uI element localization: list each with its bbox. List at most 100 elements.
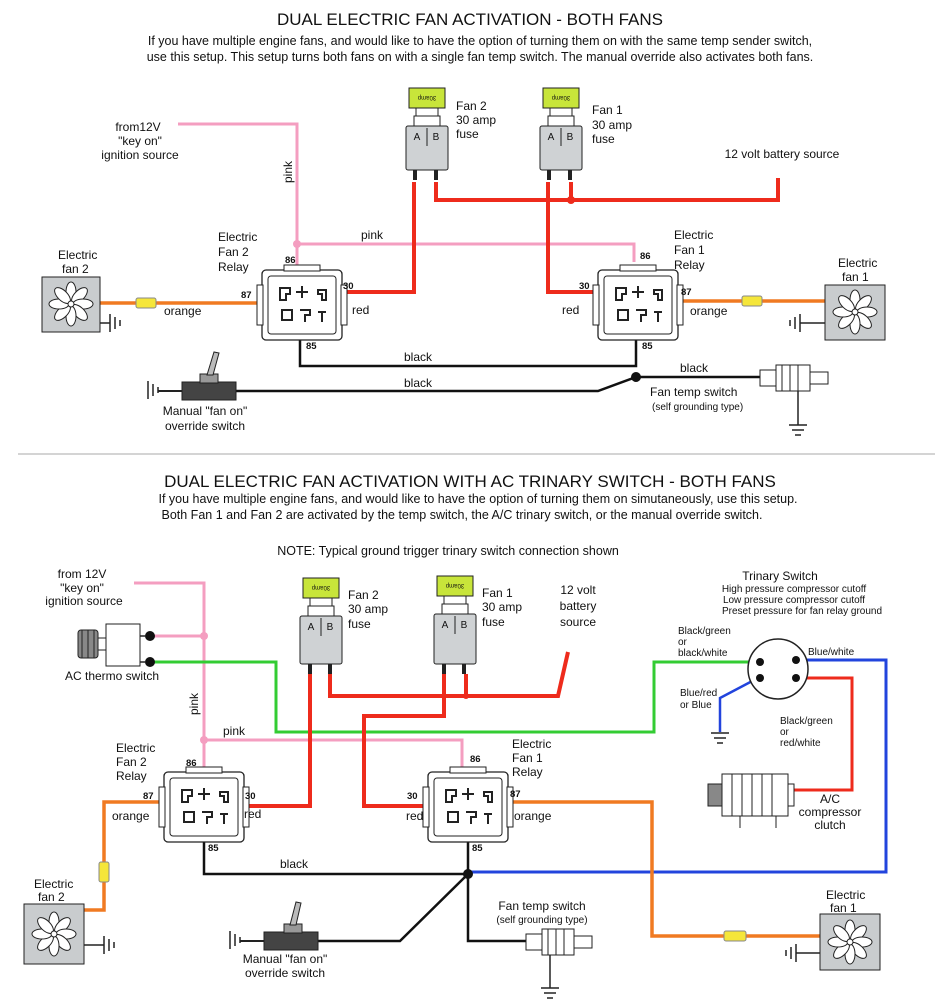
top-red-junction <box>567 196 575 204</box>
top-red-right-label: red <box>562 303 579 317</box>
top-relay1-pin85: 85 <box>642 341 653 352</box>
top-black-switch-label: black <box>404 376 433 390</box>
top-fan2-fuse-pin-a: A <box>414 132 421 143</box>
top-relay-fan2 <box>256 264 348 341</box>
top-fan1-fuse-label-3: fuse <box>592 132 615 146</box>
bottom-manual-switch-label-2: override switch <box>245 966 325 980</box>
bottom-relay2-label-3: Relay <box>116 769 147 783</box>
top-fan1-label-1: Electric <box>838 256 877 270</box>
top-fan2-fuse-face: 30amp <box>417 94 436 100</box>
bottom-fan1-fuse-label-2: 30 amp <box>482 600 522 614</box>
bottom-wire-blue-red-1: Blue/red <box>680 688 717 699</box>
top-fan2-fuse-pin-b: B <box>433 132 440 143</box>
top-orange-left-label: orange <box>164 304 202 318</box>
bottom-relay2-label-1: Electric <box>116 741 155 755</box>
top-red-left-label: red <box>352 303 369 317</box>
bottom-compressor-icon <box>707 773 795 828</box>
bottom-description-1: If you have multiple engine fans, and wo… <box>158 492 797 506</box>
top-black-junction <box>631 372 641 382</box>
top-black-sensor-label: black <box>680 361 709 375</box>
bottom-pink-ignition-wire <box>134 581 206 776</box>
top-relay1-label-2: Fan 1 <box>674 243 705 257</box>
bottom-relay2-pin86: 86 <box>186 758 197 769</box>
bottom-ignition-label-1: from 12V <box>58 567 107 581</box>
top-fan2-fuse-label-2: 30 amp <box>456 113 496 127</box>
bottom-fan1-fuse-label-1: Fan 1 <box>482 586 513 600</box>
bottom-black-junction <box>463 869 473 879</box>
bottom-orange-right-label: orange <box>514 809 552 823</box>
bottom-description-2: Both Fan 1 and Fan 2 are activated by th… <box>162 508 763 522</box>
top-fan1-fuse-pin-b: B <box>567 132 574 143</box>
bottom-red-trinary-wire <box>792 676 854 792</box>
bottom-relay1-pin87: 87 <box>510 789 521 800</box>
top-pink-relay-wire <box>297 242 636 262</box>
bottom-compressor-label-2: compressor <box>799 805 862 819</box>
top-pink-vertical-label: pink <box>281 160 295 183</box>
bottom-pink-vertical-label: pink <box>187 692 201 715</box>
bottom-fan2-fuse-pin-b: B <box>327 622 334 633</box>
top-description-2: use this setup. This setup turns both fa… <box>147 50 814 64</box>
top-relay1-pin86: 86 <box>640 251 651 262</box>
top-red-relay2-wire <box>340 182 416 294</box>
top-inline-fuse-fan1 <box>741 295 763 307</box>
bottom-red-relay1-wire <box>362 674 446 808</box>
bottom-fan2-fuse-label-2: 30 amp <box>348 602 388 616</box>
top-relay2-pin86: 86 <box>285 255 296 266</box>
bottom-black-switch-wire <box>318 873 469 943</box>
bottom-relay1-label-1: Electric <box>512 737 551 751</box>
top-pink-horizontal-label: pink <box>361 228 384 242</box>
bottom-battery-label-1: 12 volt <box>560 583 596 597</box>
bottom-relay-fan1 <box>422 766 514 843</box>
top-battery-label: 12 volt battery source <box>725 147 840 161</box>
top-relay-fan1 <box>592 264 684 341</box>
top-relay2-label-3: Relay <box>218 260 249 274</box>
bottom-ac-thermo-icon <box>77 623 155 667</box>
bottom-pink-horizontal-label: pink <box>223 724 246 738</box>
bottom-relay2-pin30: 30 <box>245 791 256 802</box>
top-fan1-fuse-label-1: Fan 1 <box>592 103 623 117</box>
top-manual-switch-label-1: Manual "fan on" <box>163 404 248 418</box>
top-relay2-pin85: 85 <box>306 341 317 352</box>
bottom-wire-blue-white: Blue/white <box>808 647 855 658</box>
top-black-relays-label: black <box>404 350 433 364</box>
bottom-orange-fan2-wire <box>84 800 164 912</box>
top-title: DUAL ELECTRIC FAN ACTIVATION - BOTH FANS <box>277 10 663 29</box>
top-temp-switch-icon <box>759 364 829 436</box>
bottom-blue-trinary-wire <box>470 658 888 874</box>
bottom-green-wire <box>152 660 760 734</box>
bottom-wire-black-green-1: Black/green <box>678 626 731 637</box>
top-inline-fuse-fan2 <box>135 297 157 309</box>
bottom-trinary-title: Trinary Switch <box>742 569 818 583</box>
bottom-fan2-fuse-pin-a: A <box>308 622 315 633</box>
bottom-wire-black-green-2: or <box>678 637 688 648</box>
top-fan2-label-2: fan 2 <box>62 262 89 276</box>
top-relay2-label-1: Electric <box>218 230 257 244</box>
bottom-ignition-label-3: ignition source <box>45 594 123 608</box>
top-fan1-fuse-label-2: 30 amp <box>592 118 632 132</box>
top-relay2-pin87: 87 <box>241 290 252 301</box>
bottom-temp-switch-label: Fan temp switch <box>498 899 585 913</box>
bottom-relay1-pin85: 85 <box>472 843 483 854</box>
top-ignition-label-1: from12V <box>115 120 160 134</box>
top-red-battery-wire <box>434 178 780 202</box>
bottom-fan2-fuse-label-3: fuse <box>348 617 371 631</box>
top-fan2-fuse-label-1: Fan 2 <box>456 99 487 113</box>
bottom-title: DUAL ELECTRIC FAN ACTIVATION WITH AC TRI… <box>164 472 776 491</box>
bottom-fan2-fuse-label-1: Fan 2 <box>348 588 379 602</box>
bottom-wire-black-green2-3: red/white <box>780 738 821 749</box>
bottom-relay2-pin87: 87 <box>143 791 154 802</box>
bottom-black-label: black <box>280 857 309 871</box>
top-fan1-label-2: fan 1 <box>842 270 869 284</box>
bottom-orange-left-label: orange <box>112 809 150 823</box>
bottom-fan1-fuse-pin-b: B <box>461 620 468 631</box>
bottom-wire-blue-red-2: or Blue <box>680 700 712 711</box>
bottom-temp-switch-icon <box>525 928 593 999</box>
bottom-pink-relay-wire <box>204 738 464 768</box>
top-fan2 <box>41 276 121 333</box>
bottom-red-left-label: red <box>244 807 261 821</box>
bottom-battery-label-2: battery <box>560 599 597 613</box>
top-ignition-label-3: ignition source <box>101 148 179 162</box>
bottom-compressor-label-1: A/C <box>820 792 840 806</box>
top-fan1 <box>789 284 886 341</box>
